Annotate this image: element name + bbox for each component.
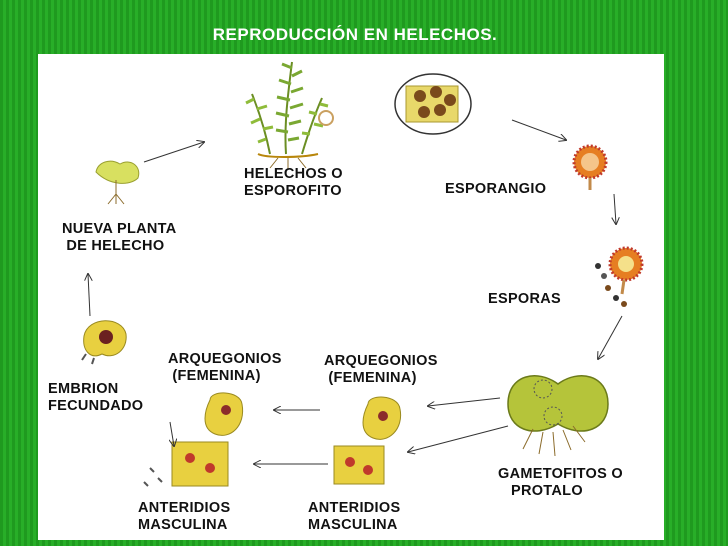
sorus-illustration [394,73,472,135]
antheridia-left-illustration [143,441,229,487]
diagram-panel: HELECHOS O ESPOROFITO ESPORANGIO ESPORAS… [38,54,664,540]
label-archegonia-right: ARQUEGONIOS (FEMENINA) [324,353,438,386]
label-gametophyte: GAMETOFITOS O PROTALO [498,466,624,499]
new-fern-plant-illustration [95,160,140,205]
title-text: REPRODUCCIÓN EN HELECHOS. [212,25,498,44]
archegonia-left-illustration [204,392,244,436]
label-new-fern: NUEVA PLANTA DE HELECHO [62,221,177,254]
archegonia-right-illustration [362,396,402,440]
label-antheridia-left: ANTERIDIOS MASCULINA [138,500,231,533]
label-spores: ESPORAS [488,291,562,307]
label-sporangium: ESPORANGIO [445,181,547,197]
sporangium-illustration [572,144,608,190]
cycle-illustration [81,61,644,487]
label-sporophyte: HELECHOS O ESPOROFITO [244,166,343,199]
fern-sporophyte-illustration [245,61,334,170]
antheridia-right-illustration [333,445,385,485]
gametophyte-illustration [507,375,609,457]
page-title: REPRODUCCIÓN EN HELECHOS. [0,25,728,45]
label-antheridia-right: ANTERIDIOS MASCULINA [308,500,401,533]
embryo-illustration [81,320,127,365]
spores-illustration [595,246,644,307]
label-archegonia-left: ARQUEGONIOS (FEMENINA) [168,351,282,384]
label-embryo: EMBRION FECUNDADO [48,381,144,414]
cycle-arrows [88,119,623,464]
